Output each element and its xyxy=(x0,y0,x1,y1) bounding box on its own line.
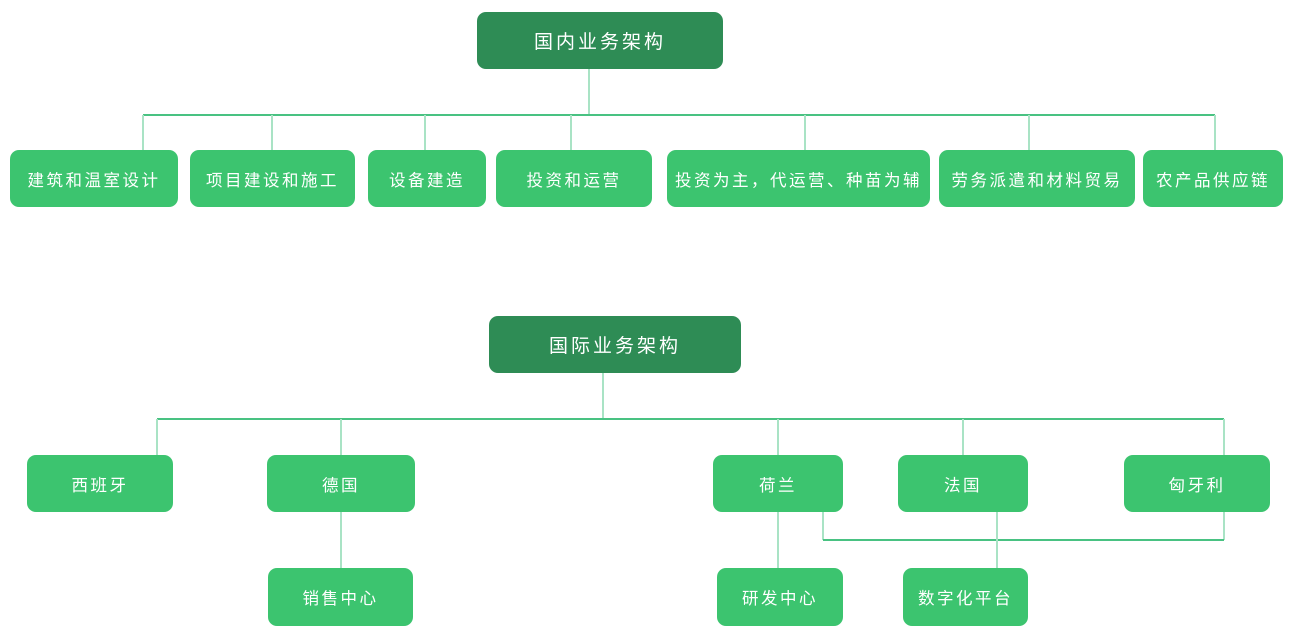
node-hungary[interactable]: 匈牙利 xyxy=(1124,455,1270,512)
node-equipment-manufacturing[interactable]: 设备建造 xyxy=(368,150,486,207)
node-spain[interactable]: 西班牙 xyxy=(27,455,173,512)
node-labor-dispatch-materials-trade[interactable]: 劳务派遣和材料贸易 xyxy=(939,150,1135,207)
node-france[interactable]: 法国 xyxy=(898,455,1028,512)
node-sales-center[interactable]: 销售中心 xyxy=(268,568,413,626)
node-investment-led-services[interactable]: 投资为主，代运营、种苗为辅 xyxy=(667,150,930,207)
node-investment-operation[interactable]: 投资和运营 xyxy=(496,150,652,207)
node-construction-greenhouse-design[interactable]: 建筑和温室设计 xyxy=(10,150,178,207)
node-agri-product-supply-chain[interactable]: 农产品供应链 xyxy=(1143,150,1283,207)
node-rd-center[interactable]: 研发中心 xyxy=(717,568,843,626)
international-root-node[interactable]: 国际业务架构 xyxy=(489,316,741,373)
node-digital-platform[interactable]: 数字化平台 xyxy=(903,568,1028,626)
node-germany[interactable]: 德国 xyxy=(267,455,415,512)
node-netherlands[interactable]: 荷兰 xyxy=(713,455,843,512)
node-project-construction[interactable]: 项目建设和施工 xyxy=(190,150,355,207)
domestic-root-node[interactable]: 国内业务架构 xyxy=(477,12,723,69)
